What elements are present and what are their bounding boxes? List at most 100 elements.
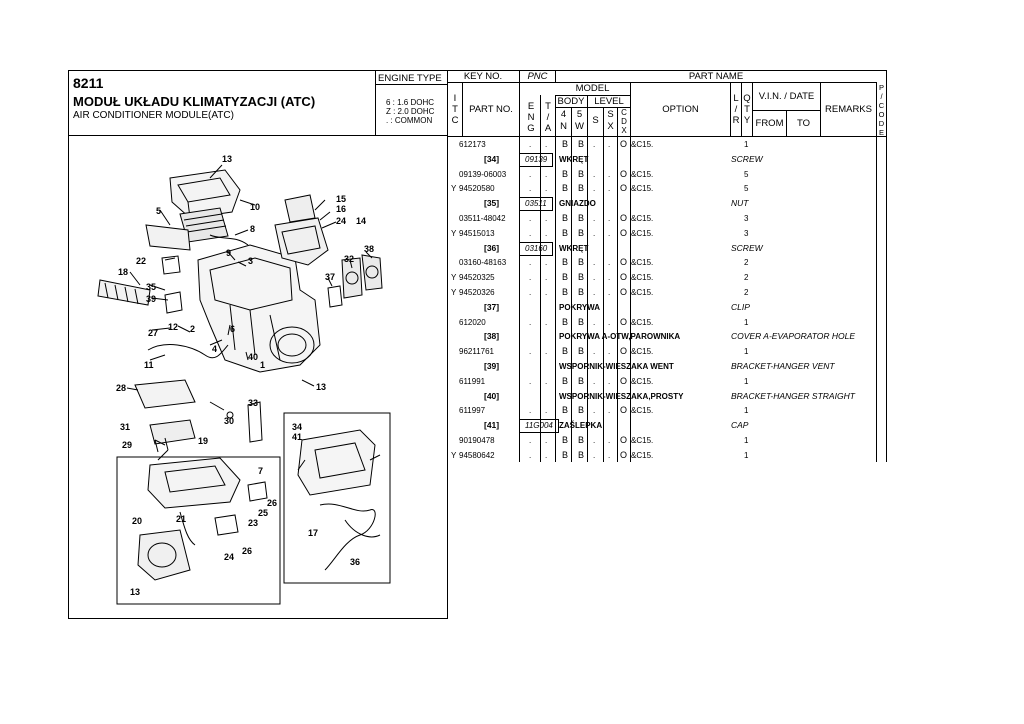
callout-32: 32 [344,254,354,264]
col-key-no: KEY NO. [463,71,503,82]
level-s: . [593,436,596,445]
col-model: MODEL [575,83,610,94]
option: &C15. [631,406,654,416]
ta-div [555,95,556,462]
col-qty-q: Q [743,93,751,104]
option: &C15. [631,450,654,460]
part-flap-5 [145,224,191,251]
part-no: 611991 [459,376,486,386]
ta: . [545,169,548,179]
option: &C15. [631,140,654,149]
callout-41: 41 [292,432,302,442]
eng: . [529,288,532,297]
eng: . [529,140,532,149]
option: &C15. [631,288,654,297]
callout-25: 25 [258,508,268,518]
body-4n: B [562,257,569,268]
col-body: BODY [557,96,585,107]
level-cdx: O [620,405,628,416]
engine-type-2: Z : 2.0 DOHC [386,107,435,116]
wire-harness-2 [147,344,229,359]
part-vent-18 [97,279,151,306]
col-vin-date: V.I.N. / DATE [758,91,815,102]
level-sx: . [608,450,611,460]
option: &C15. [631,169,654,179]
page-title-en: AIR CONDITIONER MODULE(ATC) [73,110,234,121]
part-no: 611997 [459,406,486,416]
option-right [730,82,731,136]
option: &C15. [631,258,654,268]
body-4n: B [562,346,569,357]
col-pcode-e: E [878,128,884,137]
level-sx: . [608,347,611,357]
keyno-div [519,70,520,462]
qty: 1 [744,406,749,416]
body-5w: B [578,405,585,416]
s-sx-div [603,107,604,462]
col-itc-c: C [451,115,459,126]
level-cdx: O [620,213,628,223]
callout-15: 15 [336,194,346,204]
col-itc-i: I [453,93,457,104]
part-no: 03160-48163 [459,258,507,268]
level-cdx: O [620,346,628,357]
col-cdx-x: X [621,126,627,135]
eng: . [529,184,532,194]
level-sx: . [608,214,611,223]
level-cdx: O [620,139,628,149]
col-sx-x: X [607,121,614,132]
frame-right [886,70,887,462]
body-5w: B [578,346,585,357]
col-cdx-c: C [621,108,627,117]
option: &C15. [631,436,654,445]
col-ta-slash: / [546,112,550,123]
exploded-diagram: 13 10 15 16 24 14 5 8 9 3 38 32 22 18 35… [97,154,391,605]
table-hdr-bottom [447,136,886,137]
callout-27: 27 [148,328,158,338]
level-s: . [593,273,596,283]
level-s: . [593,258,596,268]
part-bracket-22 [161,255,181,275]
part-duct-28 [134,379,196,409]
body-5w: B [578,272,585,283]
from-to-div [786,110,787,136]
part-name-pl: POKRYWA A-OTW,PAROWNIKA [559,332,681,342]
callout-37: 37 [325,272,335,282]
level-cdx: O [620,449,628,460]
qty: 1 [744,450,749,460]
engine-divider [375,70,376,135]
option: &C15. [631,317,654,327]
col-5: 5 [576,109,583,120]
callout-22: 22 [136,256,146,266]
part-clip-37 [327,285,343,308]
level-sx: . [608,228,611,238]
level-cdx: O [620,316,628,327]
callout-5: 5 [156,206,161,216]
body-5w: B [578,449,585,460]
col-eng-e: E [527,101,535,112]
col-level: LEVEL [594,96,624,107]
eng: . [529,436,532,445]
part-clip-33 [247,401,263,443]
engine-type-label: ENGINE TYPE [378,73,442,84]
engine-type-1: 6 : 1.6 DOHC [386,98,435,107]
ta: . [545,376,548,386]
lr-right [741,82,742,136]
col-itc-t: T [452,104,458,115]
part-name-en: CAP [731,420,749,431]
part-no: 94520580 [459,184,495,194]
eng-div [540,95,541,462]
part-blower-case-19 [147,457,241,509]
col-part-name: PART NAME [688,71,744,82]
level-cdx: O [620,227,628,238]
col-lr-l: L [733,93,739,104]
subassembly-box-harness [283,412,391,584]
body-5w: B [578,375,585,386]
body-5w: B [578,227,585,238]
